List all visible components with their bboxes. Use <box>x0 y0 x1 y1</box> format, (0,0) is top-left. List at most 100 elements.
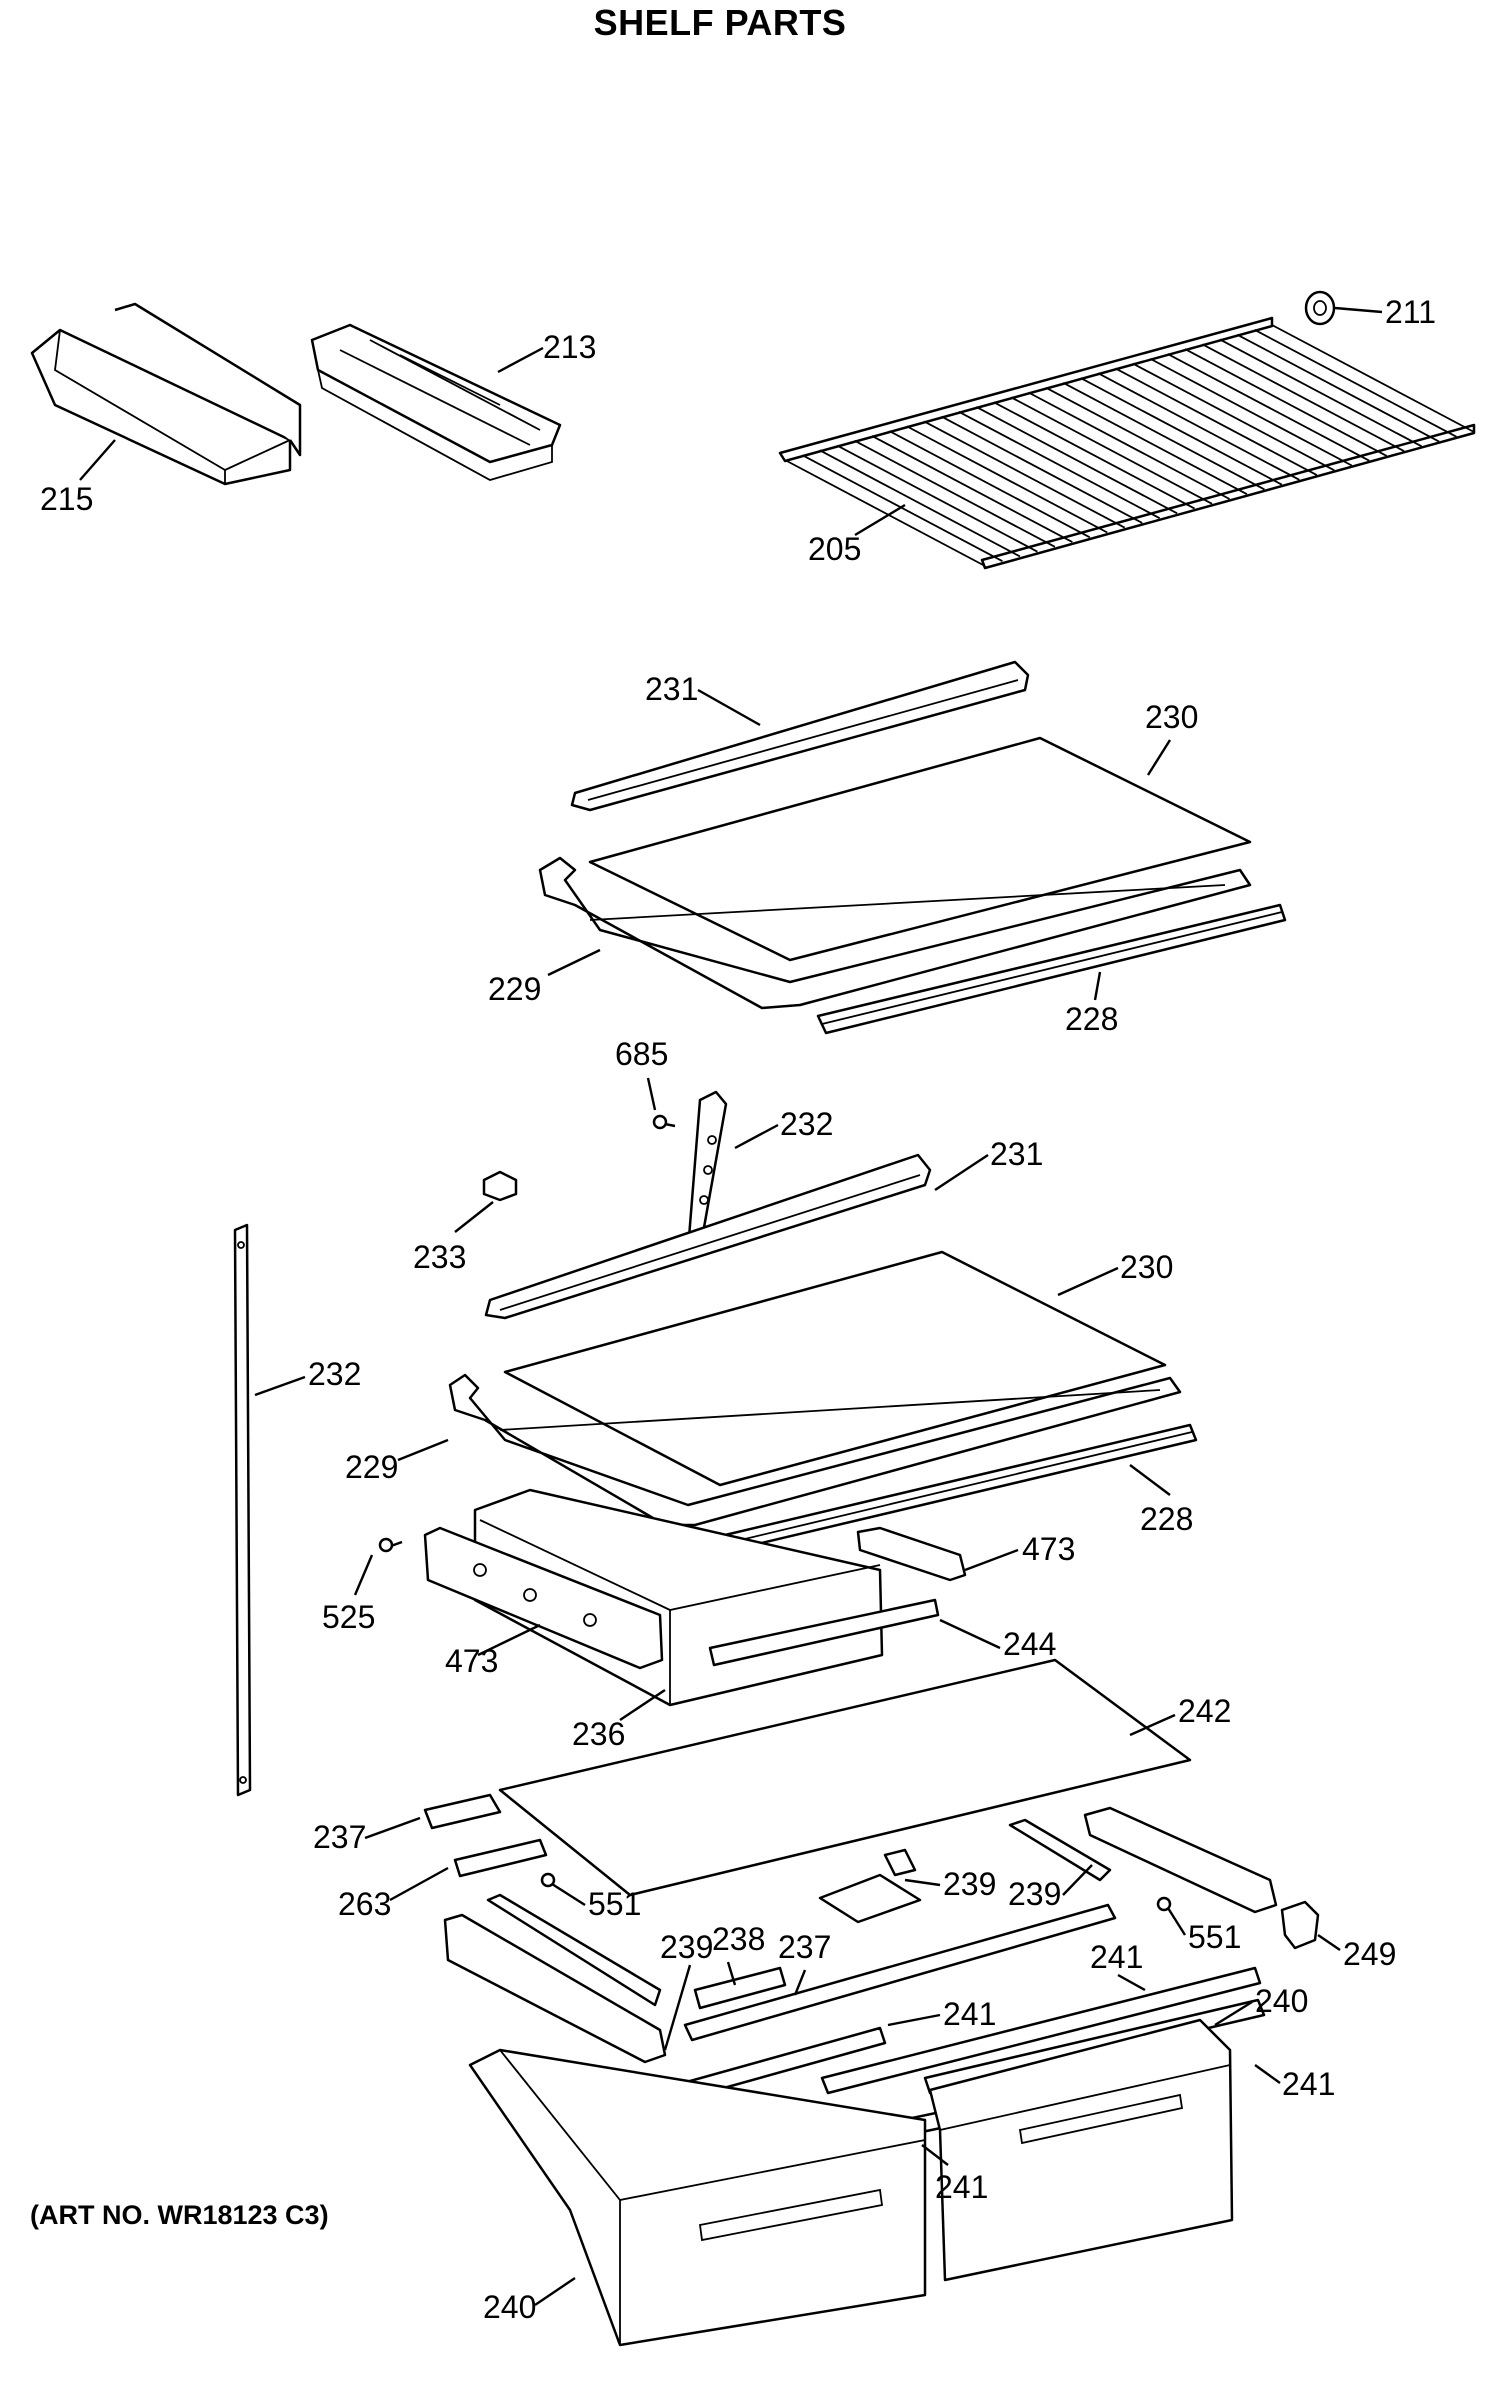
part-callout-231: 231 <box>645 671 698 707</box>
wire-rod <box>923 420 1126 529</box>
part-callout-473: 473 <box>445 1643 498 1679</box>
shelf-stop-icon <box>1304 290 1336 326</box>
part-callout-240: 240 <box>1255 1983 1308 2019</box>
leader-line <box>547 948 601 977</box>
wire-rod <box>819 449 1021 558</box>
leader-line <box>1317 1934 1341 1951</box>
screw-icon <box>652 1114 676 1130</box>
leader-line <box>904 1878 941 1887</box>
leader-line <box>663 1964 692 2051</box>
part-callout-244: 244 <box>1003 1626 1056 1662</box>
leader-line <box>1129 1464 1171 1496</box>
wire-rod <box>1167 353 1370 462</box>
part-callout-205: 205 <box>808 531 861 567</box>
part-callout-249: 249 <box>1343 1936 1396 1972</box>
part-callout-232: 232 <box>308 1356 361 1392</box>
wire-rod <box>1149 357 1353 467</box>
wire-rod <box>888 430 1091 539</box>
support-rail-icon <box>233 1223 252 1797</box>
part-callout-263: 263 <box>338 1886 391 1922</box>
wire-rod <box>1202 343 1405 452</box>
leader-line <box>1117 1973 1146 1992</box>
part-callout-228: 228 <box>1065 1001 1118 1037</box>
part-callout-242: 242 <box>1178 1693 1231 1729</box>
leader-line <box>454 1201 494 1233</box>
wire-rod <box>1236 333 1440 443</box>
egg-tray-icon <box>310 323 562 481</box>
part-callout-239: 239 <box>943 1866 996 1902</box>
screw-icon <box>540 1872 556 1888</box>
part-callout-215: 215 <box>40 481 93 517</box>
wire-rod <box>1010 396 1213 505</box>
wire-rod <box>836 444 1038 553</box>
leader-line <box>887 2013 941 2027</box>
part-callout-239: 239 <box>1008 1876 1061 1912</box>
leader-line <box>854 503 906 537</box>
leader-line <box>1062 1864 1093 1896</box>
wire-rod <box>801 454 1003 563</box>
wire-rod <box>958 410 1161 519</box>
shelf-frame-icon <box>538 856 1252 1010</box>
part-callout-213: 213 <box>543 329 596 365</box>
part-callout-233: 233 <box>413 1239 466 1275</box>
leader-line <box>1334 306 1383 314</box>
wire-shelf-icon <box>778 316 1476 570</box>
part-callout-239: 239 <box>660 1929 713 1965</box>
part-callout-237: 237 <box>313 1819 366 1855</box>
part-callout-241: 241 <box>1090 1939 1143 1975</box>
leader-line <box>1166 1907 1187 1936</box>
leader-line <box>619 1689 666 1721</box>
slide-icon <box>443 1893 667 2064</box>
leader-line <box>646 1077 657 1111</box>
part-callout-241: 241 <box>1282 2066 1335 2102</box>
slide-icon <box>1008 1806 1278 1914</box>
support-rail-icon <box>686 1090 728 1252</box>
trim-strip-icon <box>484 1153 932 1320</box>
leader-line <box>939 1618 1001 1650</box>
trim-strip-icon <box>570 660 1030 812</box>
screw-icon <box>378 1537 403 1553</box>
wire-rod <box>1184 348 1388 457</box>
part-callout-229: 229 <box>345 1449 398 1485</box>
slide-rail-icon <box>423 1526 664 1670</box>
part-callout-232: 232 <box>780 1106 833 1142</box>
leader-line <box>921 2144 949 2166</box>
trim-strip-icon <box>820 1966 1262 2095</box>
slide-icon <box>818 1848 922 1924</box>
wire-rod <box>975 406 1178 515</box>
part-callout-236: 236 <box>572 1716 625 1752</box>
shelf-frame-icon <box>448 1373 1182 1527</box>
slide-icon <box>453 1838 548 1878</box>
drawer-icon <box>468 2048 927 2347</box>
part-callout-525: 525 <box>322 1599 375 1635</box>
leader-line <box>79 439 116 481</box>
part-callout-240: 240 <box>483 2289 536 2325</box>
leader-line <box>934 1153 989 1192</box>
slide-rail-icon <box>856 1526 967 1582</box>
part-callout-237: 237 <box>778 1929 831 1965</box>
leader-line <box>1146 739 1172 776</box>
leader-line <box>254 1375 306 1397</box>
part-callout-685: 685 <box>615 1036 668 1072</box>
wire-rod <box>1097 372 1300 481</box>
slide-icon <box>683 1903 1117 2042</box>
leader-line <box>477 1623 541 1657</box>
part-callout-230: 230 <box>1145 699 1198 735</box>
leader-line <box>1129 1713 1176 1737</box>
trim-strip-icon <box>816 903 1287 1035</box>
part-callout-228: 228 <box>1140 1501 1193 1537</box>
trim-strip-icon <box>708 1598 940 1667</box>
art-number: (ART NO. WR18123 C3) <box>30 2200 329 2230</box>
part-callout-241: 241 <box>943 1996 996 2032</box>
wire-rod <box>871 435 1073 543</box>
part-callout-241: 241 <box>935 2169 988 2205</box>
wire-rod <box>941 415 1143 524</box>
wire-rod <box>784 459 986 567</box>
leader-line <box>389 1866 449 1902</box>
wire-rod <box>854 439 1056 548</box>
wire-rod <box>1271 324 1475 433</box>
leader-line <box>1254 2064 1281 2084</box>
leader-line <box>1093 971 1102 1001</box>
part-callout-238: 238 <box>712 1921 765 1957</box>
